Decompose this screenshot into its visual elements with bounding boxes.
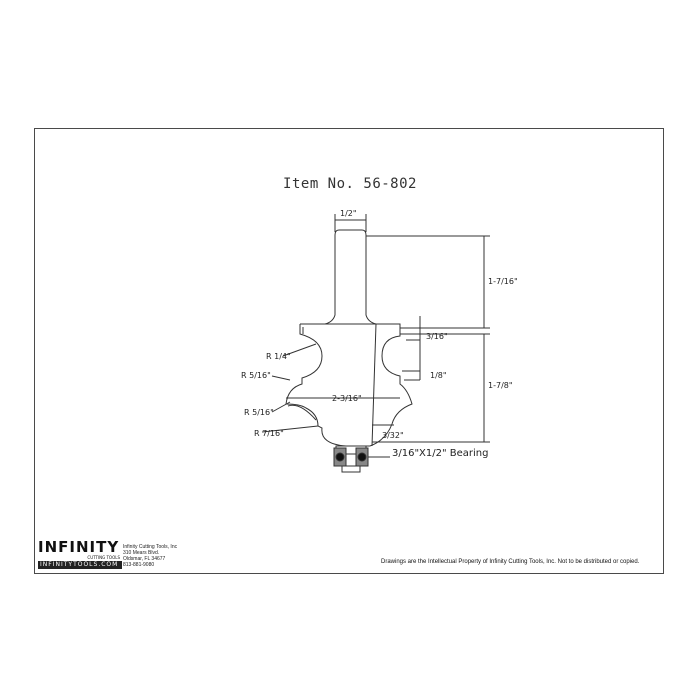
company-address: Infinity Cutting Tools, Inc 310 Mears Bl… [123, 544, 178, 568]
dim-cut-height: 1-7/8" [488, 381, 513, 390]
dim-mid-step: 1/8" [430, 371, 447, 380]
dim-bearing: 3/16"X1/2" Bearing [392, 448, 489, 459]
ip-notice: Drawings are the Intellectual Property o… [381, 559, 640, 565]
dim-radius-1: R 1/4" [266, 352, 291, 361]
item-number-title: Item No. 56-802 [283, 176, 417, 192]
dim-shank-length: 1-7/16" [488, 277, 518, 286]
dim-radius-3: R 5/16" [244, 408, 274, 417]
dim-radius-4: R 7/16" [254, 429, 284, 438]
dim-top-step: 3/16" [426, 332, 448, 341]
dim-diameter: 2-3/16" [332, 394, 362, 403]
dim-shank-width: 1/2" [340, 209, 357, 218]
infinity-logo: INFINITY CUTTING TOOLS INFINITYTOOLS.COM [38, 538, 122, 569]
dim-radius-2: R 5/16" [241, 371, 271, 380]
dim-offset: 3/32" [382, 431, 404, 440]
drawing-frame [34, 128, 664, 574]
